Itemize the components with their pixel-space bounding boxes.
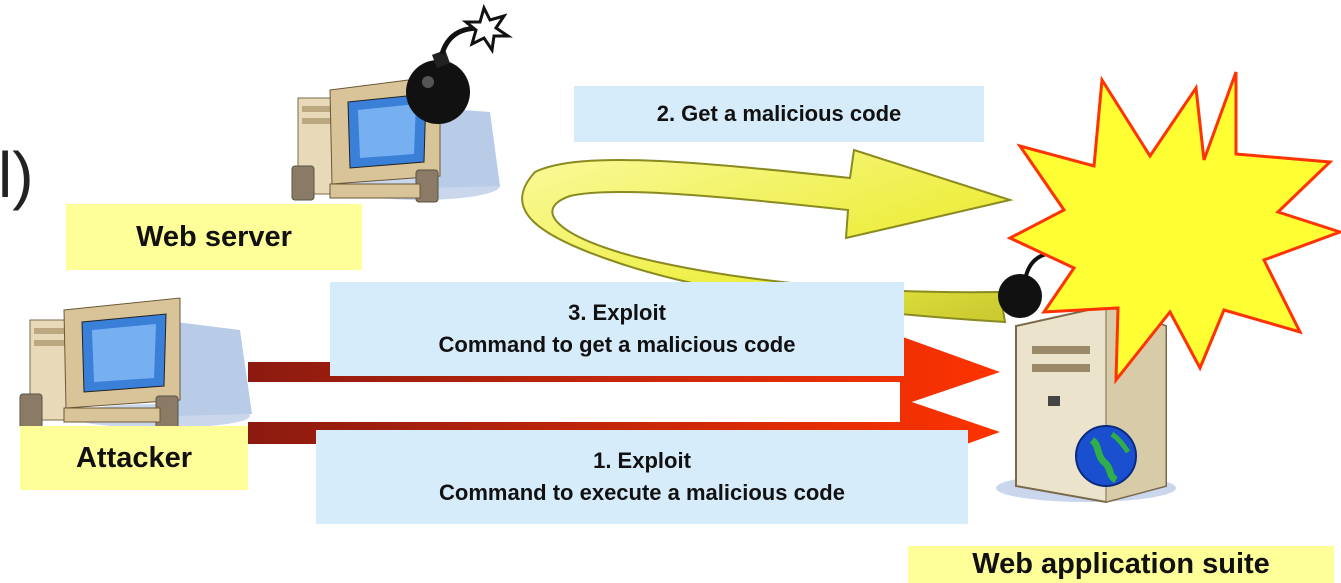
explosion-icon	[1006, 71, 1341, 385]
bomb-icon	[406, 3, 513, 124]
step1-label: 1. Exploit Command to execute a maliciou…	[316, 430, 968, 524]
hidden-bomb-icon	[998, 274, 1042, 318]
spark-icon	[461, 3, 513, 55]
web-server-computer-icon	[291, 75, 500, 203]
step2-label: 2. Get a malicious code	[574, 86, 984, 142]
attacker-label: Attacker	[20, 426, 248, 490]
step3-line1: 3. Exploit	[568, 299, 666, 325]
edge-fragment-text: l)	[0, 139, 34, 211]
globe-icon	[1075, 425, 1137, 487]
step3-label: 3. Exploit Command to get a malicious co…	[330, 282, 904, 376]
attacker-computer-icon	[19, 297, 252, 429]
step3-line2: Command to get a malicious code	[438, 332, 796, 357]
web-app-suite-label: Web application suite	[908, 546, 1334, 583]
web-server-label: Web server	[66, 204, 362, 270]
step1-line2: Command to execute a malicious code	[439, 480, 845, 505]
step1-line1: 1. Exploit	[593, 447, 691, 473]
